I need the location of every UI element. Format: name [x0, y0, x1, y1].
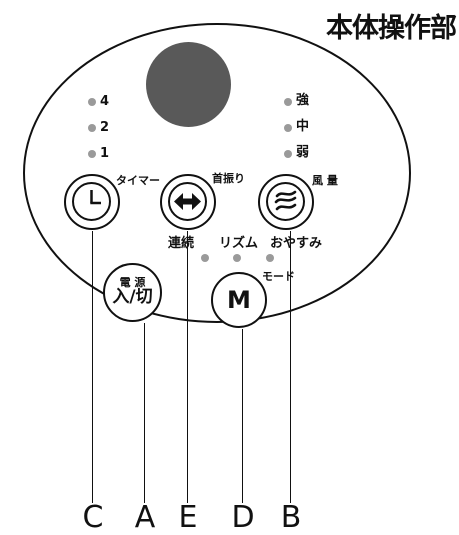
- swing-label: 首振り: [212, 172, 245, 185]
- timer-level-label: 1: [100, 146, 110, 161]
- power-main-label: 入/切: [112, 286, 153, 307]
- callout-e: E: [178, 500, 198, 535]
- mode-indicator-rhythm: [233, 254, 241, 262]
- timer-label: タイマー: [116, 174, 160, 187]
- wind-label: 風 量: [312, 174, 338, 187]
- callout-b: B: [280, 500, 302, 535]
- clock-icon: [72, 182, 111, 221]
- timer-indicator-4: [88, 98, 96, 106]
- mode-button[interactable]: M: [211, 272, 267, 328]
- power-button[interactable]: 電 源 入/切: [103, 263, 162, 322]
- mode-option-label: おやすみ: [270, 236, 323, 251]
- timer-level-label: 4: [100, 94, 110, 109]
- mode-button-label: M: [227, 286, 251, 314]
- leader-line-a: [144, 323, 145, 503]
- mode-option-label: リズム: [219, 236, 259, 251]
- wind-icon: [266, 182, 305, 221]
- wind-button[interactable]: [258, 174, 314, 230]
- control-panel-outline: [23, 23, 411, 323]
- leader-line-b: [290, 231, 291, 503]
- timer-indicator-2: [88, 124, 96, 132]
- panel-title: 本体操作部: [326, 13, 457, 44]
- wind-indicator-medium: [284, 124, 292, 132]
- left-right-arrow-icon: [168, 182, 207, 221]
- wind-indicator-strong: [284, 98, 292, 106]
- callout-c: C: [82, 500, 104, 535]
- timer-level-label: 2: [100, 120, 110, 135]
- timer-button[interactable]: [64, 174, 120, 230]
- mode-indicator-sleep: [266, 254, 274, 262]
- wind-level-label: 弱: [296, 145, 310, 160]
- mode-label: モード: [262, 270, 295, 283]
- wind-level-label: 強: [296, 93, 310, 108]
- wind-level-label: 中: [296, 119, 310, 134]
- timer-indicator-1: [88, 150, 96, 158]
- display-window: [146, 42, 231, 127]
- wind-indicator-weak: [284, 150, 292, 158]
- leader-line-c: [92, 231, 93, 503]
- swing-button[interactable]: [160, 174, 216, 230]
- leader-line-e: [187, 231, 188, 503]
- power-top-label: 電 源: [119, 275, 146, 289]
- leader-line-d: [242, 329, 243, 503]
- callout-a: A: [134, 500, 156, 535]
- callout-d: D: [231, 500, 255, 535]
- mode-indicator-continuous: [201, 254, 209, 262]
- mode-option-label: 連続: [168, 236, 195, 251]
